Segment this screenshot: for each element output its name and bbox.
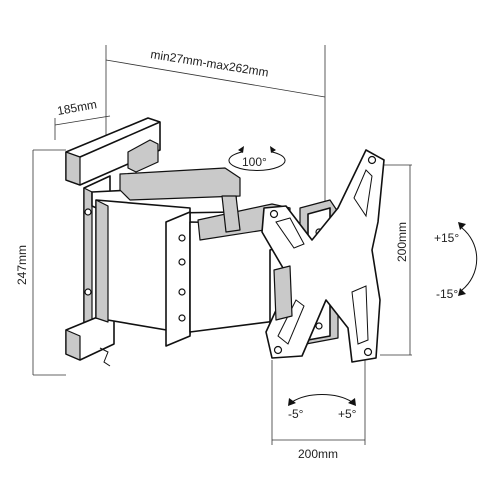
- wall-screw-hole-1: [84, 208, 92, 216]
- tilt-up-label: +15°: [434, 231, 459, 245]
- vesa-bracket: [261, 149, 385, 363]
- elbow-hinge-left: [165, 211, 191, 347]
- elbow-pin-1: [178, 234, 186, 242]
- elbow-pin-3: [178, 288, 186, 296]
- vesa-slot-bottom-right: [351, 285, 369, 345]
- swivel-arrow: [228, 151, 286, 171]
- wall-plate-bottom-side: [65, 329, 81, 361]
- rotate-right-label: +5°: [338, 407, 357, 421]
- wall-plate-tab: [127, 139, 159, 173]
- dimension-lines: [32, 45, 412, 445]
- elbow-joint: [221, 195, 241, 233]
- vesa-hole-top-right: [367, 155, 377, 165]
- depth-range-label: min27mm-max262mm: [150, 47, 270, 79]
- vesa-horizontal-label: 200mm: [298, 447, 338, 461]
- rotate-arrow-head-left: [288, 398, 296, 406]
- rotate-arrow: [291, 394, 353, 403]
- vesa-slot-top-right: [353, 169, 373, 218]
- height-label: 247mm: [15, 245, 29, 285]
- swivel-arrow-head-left: [238, 146, 244, 153]
- rotate-arrow-head-right: [348, 398, 356, 406]
- swivel-label: 100°: [242, 155, 267, 169]
- vesa-hole-bottom-right: [363, 347, 373, 357]
- vesa-hole-bottom-left: [273, 345, 283, 355]
- wall-plate-top-side: [65, 151, 81, 186]
- tilt-down-label: -15°: [436, 287, 458, 301]
- articulating-arms: [91, 167, 301, 347]
- depth-dimension-line: [105, 59, 326, 98]
- tilt-arrow-head-top: [458, 222, 466, 230]
- vesa-hole-top-left: [269, 209, 279, 219]
- elbow-pin-4: [178, 314, 186, 322]
- rotate-left-label: -5°: [288, 407, 304, 421]
- wall-plate-top-edge: [79, 121, 161, 158]
- vesa-vertical-label: 200mm: [395, 222, 409, 262]
- plate-dimension-line: [54, 115, 111, 126]
- swivel-arrow-head-right: [270, 146, 276, 153]
- tilt-arrow-head-bottom: [458, 288, 466, 296]
- vesa-slot-top-left: [275, 217, 305, 249]
- upper-arm-top: [119, 167, 241, 201]
- elbow-pin-2: [178, 258, 186, 266]
- wall-screw-hole-2: [84, 288, 92, 296]
- tilt-arrow: [461, 227, 478, 291]
- cable-hook: [99, 347, 111, 367]
- tilt-knob-bottom: [315, 322, 323, 330]
- plate-depth-label: 185mm: [56, 97, 98, 118]
- vesa-hinge: [273, 265, 293, 321]
- lower-arm-panel-side: [95, 199, 109, 323]
- rotation-arrows: [228, 146, 478, 406]
